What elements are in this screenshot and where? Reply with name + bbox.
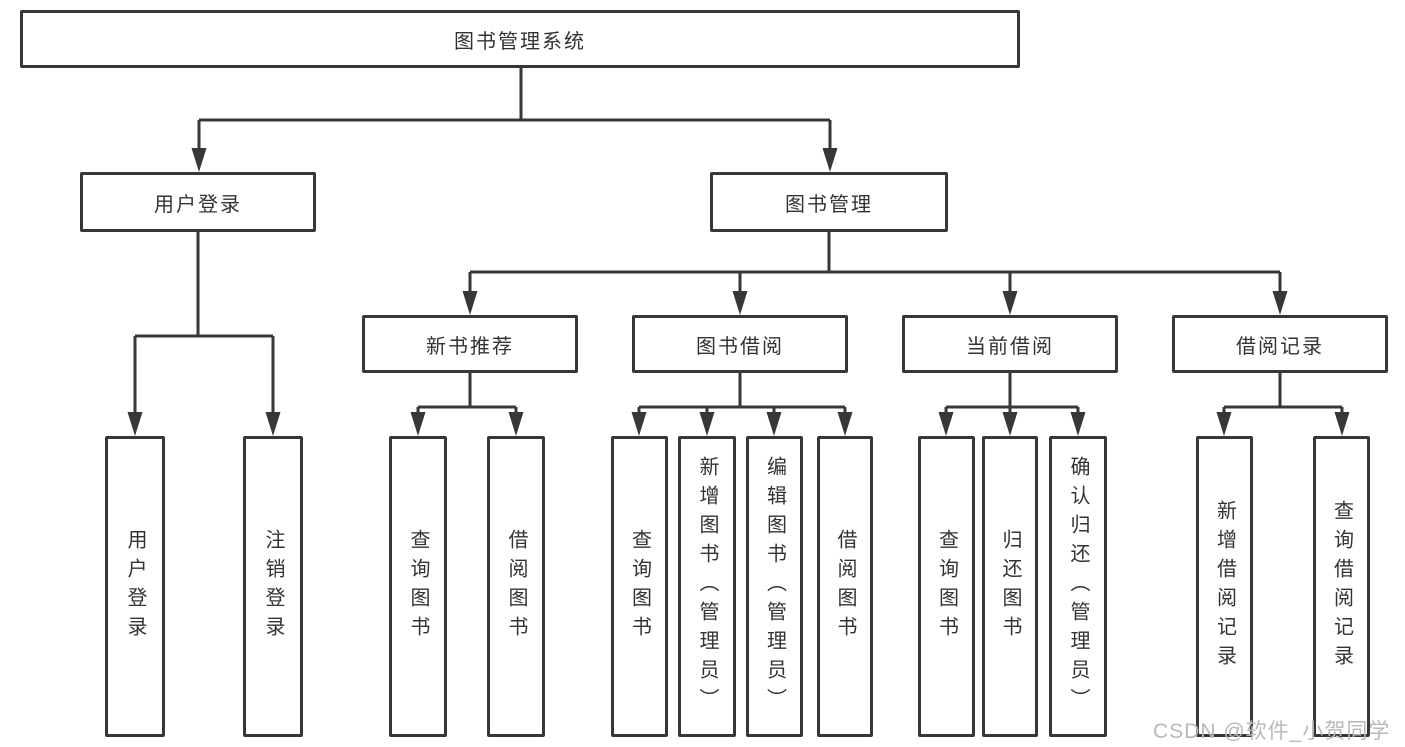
node-label: 注销登录 <box>262 528 284 645</box>
leaf-user-login: 用户登录 <box>105 436 165 737</box>
node-label: 图书管理系统 <box>454 30 586 53</box>
node-label: 新书推荐 <box>426 335 514 358</box>
node-label: 确认归还（管理员） <box>1067 456 1089 717</box>
node-new-book-recommend: 新书推荐 <box>362 315 578 373</box>
leaf-borrow-books-recommend: 借阅图书 <box>487 436 545 737</box>
node-label: 借阅图书 <box>834 528 856 645</box>
leaf-return-books: 归还图书 <box>982 436 1038 737</box>
node-label: 借阅图书 <box>505 528 527 645</box>
node-label: 查询图书 <box>628 528 651 645</box>
node-label: 编辑图书（管理员） <box>763 456 786 717</box>
leaf-query-books-current: 查询图书 <box>918 436 975 737</box>
node-label: 查询图书 <box>407 528 429 645</box>
node-label: 查询图书 <box>935 528 958 645</box>
leaf-query-books-recommend: 查询图书 <box>389 436 447 737</box>
node-label: 新增借阅记录 <box>1213 499 1236 674</box>
leaf-borrow-books-borrow: 借阅图书 <box>817 436 873 737</box>
csdn-watermark: CSDN @软件_小贺同学 <box>1153 720 1391 743</box>
leaf-confirm-return-admin: 确认归还（管理员） <box>1049 436 1107 737</box>
arrowhead-icons <box>127 148 1350 436</box>
node-root-system: 图书管理系统 <box>20 10 1020 68</box>
node-label: 新增图书（管理员） <box>696 456 718 717</box>
node-label: 图书借阅 <box>696 335 784 358</box>
node-label: 用户登录 <box>154 193 242 216</box>
node-label: 用户登录 <box>124 528 146 645</box>
node-book-borrowing: 图书借阅 <box>632 315 848 373</box>
leaf-add-books-admin: 新增图书（管理员） <box>678 436 736 737</box>
node-label: 查询借阅记录 <box>1330 499 1353 674</box>
leaf-query-books-borrow: 查询图书 <box>611 436 668 737</box>
node-label: 归还图书 <box>999 528 1021 645</box>
node-label: 图书管理 <box>785 193 873 216</box>
leaf-edit-books-admin: 编辑图书（管理员） <box>746 436 803 737</box>
node-label: 当前借阅 <box>966 335 1054 358</box>
node-user-login: 用户登录 <box>80 172 316 232</box>
node-current-borrowing: 当前借阅 <box>902 315 1118 373</box>
leaf-logout: 注销登录 <box>243 436 303 737</box>
node-label: 借阅记录 <box>1236 335 1324 358</box>
leaf-add-borrow-record: 新增借阅记录 <box>1196 436 1253 737</box>
leaf-query-borrow-record: 查询借阅记录 <box>1313 436 1370 737</box>
node-book-management: 图书管理 <box>710 172 948 232</box>
node-borrowing-records: 借阅记录 <box>1172 315 1388 373</box>
